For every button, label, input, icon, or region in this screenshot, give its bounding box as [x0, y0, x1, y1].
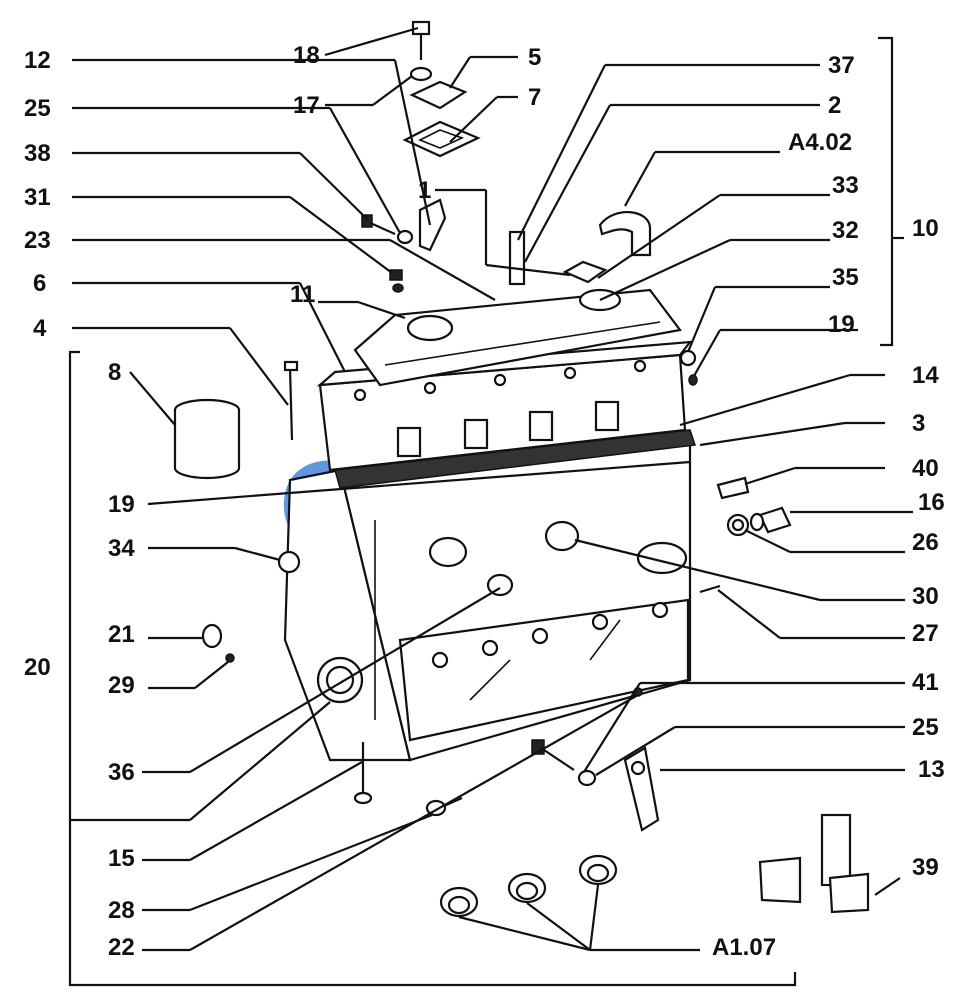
- label-20: 20: [24, 654, 51, 681]
- part-4-long-bolt: [283, 360, 299, 441]
- part-17-washer: [409, 66, 433, 82]
- label-13: 13: [918, 756, 945, 783]
- label-7: 7: [528, 84, 541, 111]
- label-a402: A4.02: [788, 129, 852, 156]
- part-21-plug: [201, 623, 223, 649]
- label-16: 16: [918, 489, 945, 516]
- part-26-washer: [726, 513, 750, 537]
- label-25-bottom: 25: [912, 714, 939, 741]
- part-a107-bearings: [439, 854, 618, 918]
- label-10: 10: [912, 215, 939, 242]
- label-36: 36: [108, 759, 135, 786]
- part-35-oring: [679, 349, 697, 367]
- part-12-rocker-bracket: [418, 198, 447, 252]
- label-14: 14: [912, 362, 939, 389]
- label-19-mid: 19: [108, 491, 135, 518]
- label-28: 28: [108, 897, 135, 924]
- part-a402-hose: [598, 210, 652, 257]
- label-38: 38: [24, 140, 51, 167]
- label-4: 4: [33, 315, 47, 342]
- label-12: 12: [24, 47, 51, 74]
- label-35: 35: [832, 264, 859, 291]
- part-39-bearing-kit: [758, 813, 870, 914]
- label-32: 32: [832, 217, 859, 244]
- label-19-top: 19: [828, 311, 855, 338]
- part-8-oil-filter: [173, 398, 241, 480]
- label-5: 5: [528, 44, 541, 71]
- label-40: 40: [912, 455, 939, 482]
- group-bracket-20: [68, 350, 797, 987]
- part-31-nut: [389, 269, 404, 293]
- part-38-bolt: [361, 214, 414, 245]
- label-18: 18: [293, 42, 320, 69]
- label-3: 3: [912, 410, 925, 437]
- label-33: 33: [832, 172, 859, 199]
- label-17: 17: [293, 92, 320, 119]
- label-8: 8: [108, 359, 121, 386]
- label-26: 26: [912, 529, 939, 556]
- leader-lines: [70, 26, 913, 952]
- label-41: 41: [912, 669, 939, 696]
- part-27-dowel: [699, 584, 721, 594]
- label-22: 22: [108, 934, 135, 961]
- label-2: 2: [828, 92, 841, 119]
- engine-block: [283, 438, 692, 762]
- label-27: 27: [912, 620, 939, 647]
- group-bracket-10: [878, 36, 904, 347]
- label-29: 29: [108, 672, 135, 699]
- part-5-cover-plate: [409, 80, 468, 110]
- cylinder-head: [316, 340, 693, 472]
- label-34: 34: [108, 535, 135, 562]
- label-11: 11: [290, 281, 315, 308]
- part-34-plug: [277, 550, 301, 574]
- label-23: 23: [24, 227, 51, 254]
- label-25-top: 25: [24, 95, 51, 122]
- part-16-sender: [749, 506, 792, 534]
- label-31: 31: [24, 184, 51, 211]
- part-18-bolt: [411, 20, 431, 60]
- label-1: 1: [418, 177, 431, 204]
- label-6: 6: [33, 270, 46, 297]
- part-41-bolt: [531, 687, 643, 787]
- label-39: 39: [912, 854, 939, 881]
- part-2-flange: [562, 260, 608, 284]
- part-29-pin: [225, 653, 235, 663]
- part-15-bolt: [353, 742, 373, 805]
- part-7-gasket: [402, 120, 481, 158]
- part-37-stud: [508, 230, 526, 286]
- label-a107: A1.07: [712, 934, 776, 961]
- label-21: 21: [108, 621, 135, 648]
- callout-labels: 12 25 38 31 23 6 4 8 18 17 5 7 1 11 37 2…: [24, 42, 945, 961]
- label-37: 37: [828, 52, 855, 79]
- label-30: 30: [912, 583, 939, 610]
- part-40-sleeve: [716, 476, 750, 500]
- part-19a-pin: [688, 374, 698, 386]
- label-15: 15: [108, 845, 135, 872]
- valve-cover: [353, 288, 682, 387]
- part-13-bracket: [623, 746, 660, 832]
